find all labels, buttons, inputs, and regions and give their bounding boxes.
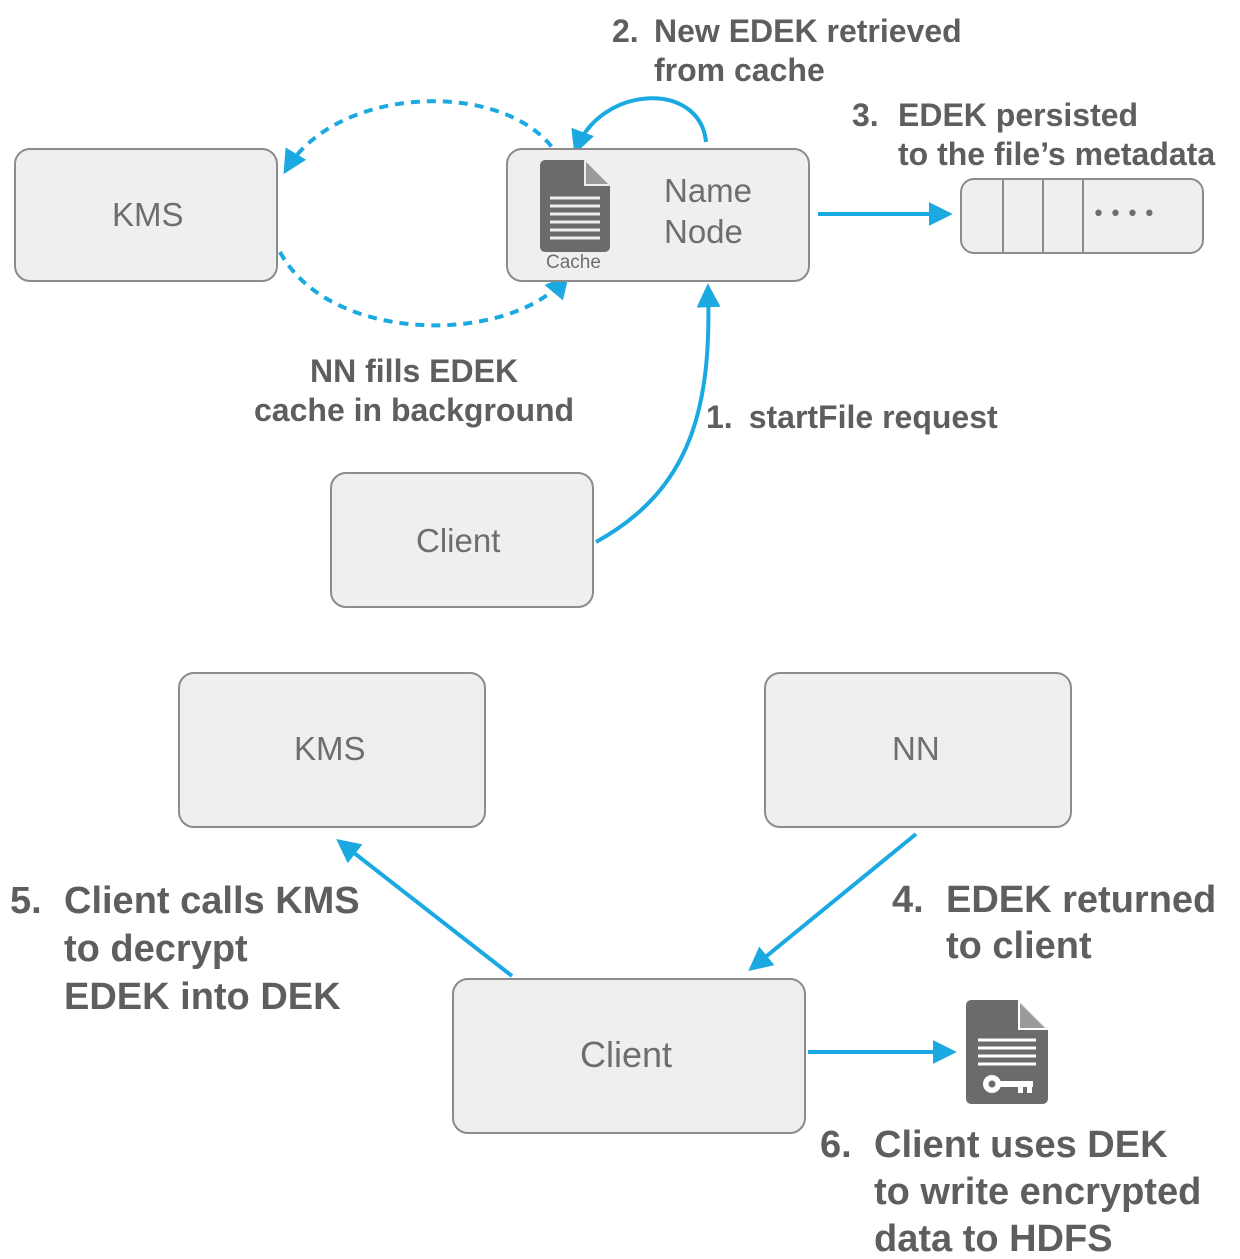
- step2-label: 2. New EDEK retrieved from cache: [612, 12, 962, 90]
- kms-node-top: KMS: [14, 148, 278, 282]
- background-fill-label: NN fills EDEK cache in background: [254, 352, 574, 430]
- step2-number: 2.: [612, 13, 639, 49]
- step5-arrow: [336, 839, 514, 978]
- step4-line: to client: [946, 924, 1092, 967]
- namenode-label-line2: Node: [664, 213, 743, 250]
- metadata-divider: [1082, 180, 1084, 252]
- step3-label: 3. EDEK persisted to the file’s metadata: [852, 96, 1215, 174]
- step4-number: 4.: [892, 879, 924, 921]
- client-node-bottom: Client: [452, 978, 806, 1134]
- step6-number: 6.: [820, 1124, 852, 1166]
- step2-arrow: [571, 96, 708, 155]
- step4-line: EDEK returned: [946, 879, 1217, 921]
- step5-line: to decrypt: [64, 927, 248, 970]
- client-node-top-label: Client: [416, 522, 501, 559]
- step5-number: 5.: [10, 880, 42, 922]
- metadata-divider: [1002, 180, 1004, 252]
- metadata-ellipsis: ••••: [1092, 202, 1160, 227]
- step3-line: to the file’s metadata: [898, 136, 1216, 173]
- cache-loop-arrow-top: [283, 99, 562, 175]
- kms-node-bottom: KMS: [178, 672, 486, 828]
- document-icon: [540, 160, 610, 252]
- file-metadata-strip: ••••: [960, 178, 1204, 254]
- namenode-node: Name Node: [506, 148, 810, 282]
- step6-line: to write encrypted: [874, 1171, 1202, 1214]
- background-fill-line: cache in background: [254, 392, 575, 429]
- step6-label: 6. Client uses DEK to write encrypted dat…: [820, 1122, 1201, 1259]
- cache-loop-arrow-bottom: [278, 251, 570, 328]
- step6-line: Client uses DEK: [874, 1124, 1168, 1166]
- encrypted-file-icon: [966, 1000, 1048, 1104]
- step1-line: startFile request: [748, 399, 998, 435]
- kms-node-top-label: KMS: [112, 196, 184, 233]
- namenode-label-line1: Name: [664, 172, 753, 209]
- step4-label: 4. EDEK returned to client: [892, 878, 1216, 969]
- step4-arrow: [748, 832, 918, 972]
- step5-line: EDEK into DEK: [64, 975, 341, 1018]
- step3-line: EDEK persisted: [898, 97, 1139, 133]
- step3-number: 3.: [852, 97, 879, 133]
- step2-line: New EDEK retrieved: [654, 13, 962, 49]
- metadata-divider: [1042, 180, 1044, 252]
- cache-label: Cache: [546, 252, 601, 273]
- nn-node-bottom-label: NN: [892, 730, 940, 767]
- step5-label: 5. Client calls KMS to decrypt EDEK into …: [10, 878, 360, 1022]
- step1-label: 1. startFile request: [706, 398, 998, 437]
- step1-arrow: [595, 283, 721, 544]
- step5-line: Client calls KMS: [64, 880, 360, 922]
- kms-node-bottom-label: KMS: [294, 730, 366, 767]
- step1-number: 1.: [706, 399, 733, 435]
- background-fill-line: NN fills EDEK: [310, 353, 519, 389]
- step6-line: data to HDFS: [874, 1218, 1113, 1259]
- client-node-bottom-label: Client: [580, 1034, 673, 1075]
- step2-line: from cache: [654, 52, 825, 89]
- nn-node-bottom: NN: [764, 672, 1072, 828]
- client-node-top: Client: [330, 472, 594, 608]
